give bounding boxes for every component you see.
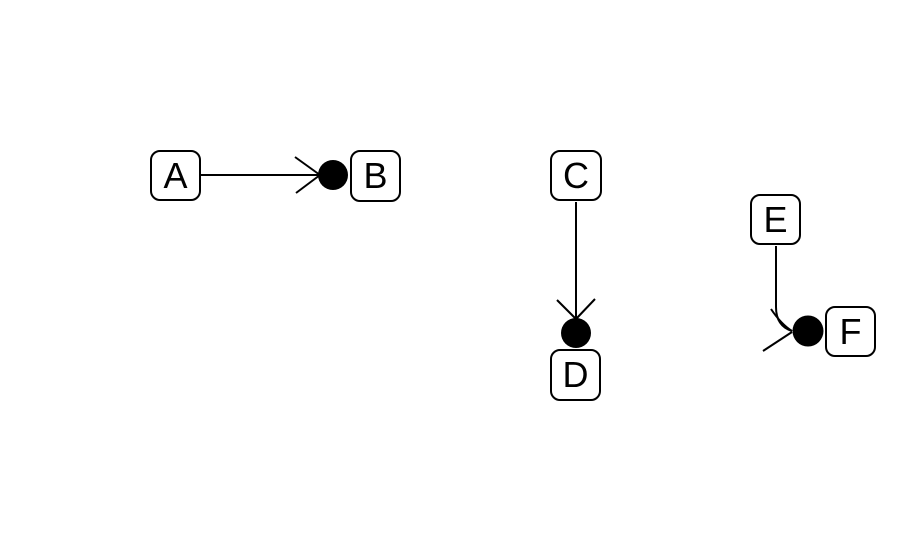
node-F-label: F — [839, 310, 862, 352]
node-D-label: D — [562, 354, 589, 395]
vee-arrowhead-stroke — [575, 298, 596, 320]
filled-dot-arrowhead — [318, 160, 348, 190]
vee-arrowhead-stroke — [770, 308, 793, 332]
node-D: D — [550, 349, 601, 401]
node-C-label: C — [563, 154, 589, 196]
node-C: C — [550, 150, 602, 201]
vee-arrowhead-stroke — [762, 331, 793, 352]
filled-dot-arrowhead — [561, 318, 591, 348]
vee-arrowhead-stroke — [295, 174, 321, 194]
edge-C-D — [556, 202, 596, 348]
node-A: A — [150, 150, 201, 201]
filled-dot-arrowhead — [792, 315, 824, 347]
vee-arrowhead-stroke — [556, 299, 577, 320]
node-B-label: B — [363, 155, 388, 196]
node-B: B — [350, 150, 401, 202]
edge-E-F — [762, 246, 824, 352]
node-E-label: E — [763, 198, 788, 240]
node-E: E — [750, 194, 801, 245]
vee-arrowhead-stroke — [294, 156, 321, 176]
node-F: F — [825, 306, 876, 357]
edge-A-B — [201, 156, 348, 194]
node-A-label: A — [163, 154, 188, 196]
